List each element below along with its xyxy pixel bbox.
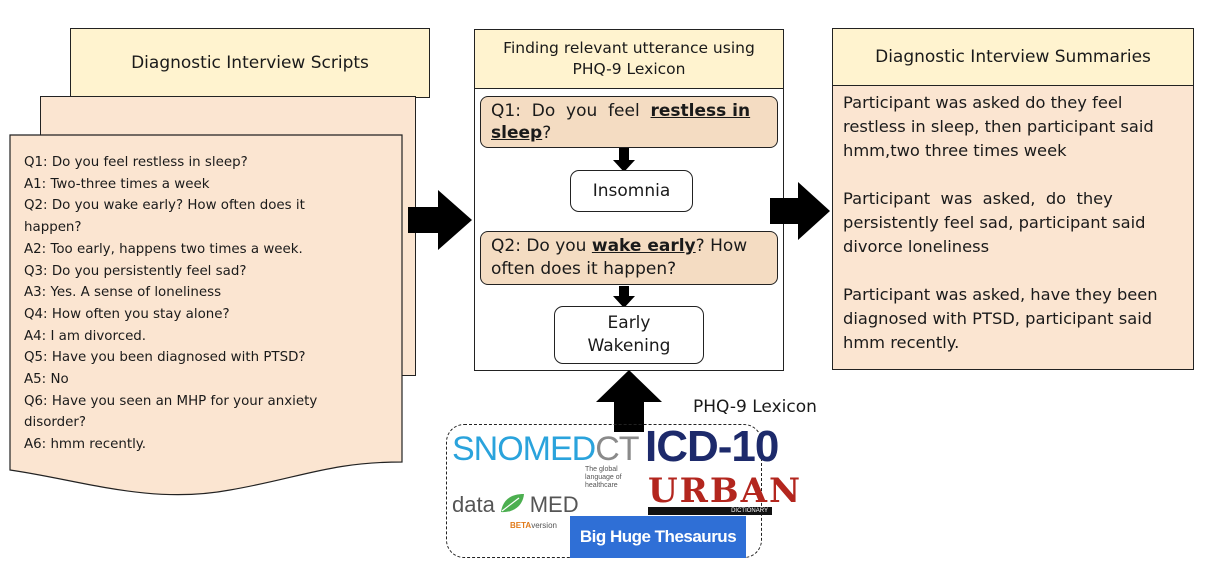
symptom-label: Early — [607, 313, 651, 333]
summary-line: hmm,two three times week — [843, 141, 1067, 160]
lexicon-label: PHQ-9 Lexicon — [693, 397, 817, 417]
urban-dictionary-logo: URBAN DICTIONARY — [648, 473, 802, 515]
symptom-label: Wakening — [587, 336, 671, 356]
up-arrow-icon — [596, 370, 662, 432]
summary-line: persistently feel sad, participant said — [843, 213, 1146, 232]
script-line: Q2: Do you wake early? How often does it — [24, 198, 305, 214]
script-line: A2: Too early, happens two times a week. — [24, 241, 303, 257]
finder-title-line1: Finding relevant utterance using — [503, 39, 755, 57]
summaries-title-text: Diagnostic Interview Summaries — [875, 47, 1151, 67]
datamed-data-text: data — [452, 492, 495, 517]
q2-suffix: ? How — [695, 236, 748, 256]
question-box-q2: Q2: Do you wake early? How often does it… — [480, 231, 778, 285]
beta-text: BETA — [510, 521, 532, 530]
right-arrow-icon — [408, 190, 472, 250]
snomed-ct-logo: SNOMEDCT — [452, 430, 640, 469]
tagline-line: language of — [585, 474, 622, 481]
summary-line: hmm recently. — [843, 333, 960, 352]
summary-line: Participant was asked, do they — [843, 189, 1113, 208]
summary-line: divorce loneliness — [843, 237, 990, 256]
q1-prefix: Q1: Do you feel — [491, 101, 651, 121]
scripts-title: Diagnostic Interview Scripts — [131, 53, 369, 73]
icd-10-logo: ICD-10 — [645, 422, 779, 471]
version-text: version — [531, 521, 557, 530]
symptom-insomnia: Insomnia — [570, 170, 693, 212]
summary-line: Participant was asked, have they been — [843, 285, 1158, 304]
datamed-med-text: MED — [529, 492, 579, 517]
summary-paragraph: Participant was asked do they feel restl… — [843, 91, 1183, 163]
script-line: Q3: Do you persistently feel sad? — [24, 263, 247, 279]
snomed-tagline: The global language of healthcare — [585, 466, 622, 490]
tagline-line: The global — [585, 466, 618, 473]
dictionary-text: DICTIONARY — [731, 508, 768, 514]
leaf-icon — [501, 494, 525, 513]
q2-line2: often does it happen? — [491, 259, 677, 279]
script-line: Q1: Do you feel restless in sleep? — [24, 155, 248, 170]
datamed-beta: BETAversion — [510, 521, 557, 530]
script-line: Q4: How often you stay alone? — [24, 306, 230, 322]
script-line: A3: Yes. A sense of loneliness — [24, 285, 222, 301]
summaries-body: Participant was asked do they feel restl… — [843, 91, 1183, 355]
summary-paragraph: Participant was asked, have they been di… — [843, 283, 1183, 355]
urban-dictionary-bar: DICTIONARY — [648, 507, 772, 515]
script-line: A6: hmm recently. — [24, 437, 147, 453]
scripts-title-page: Diagnostic Interview Scripts — [70, 28, 430, 98]
summary-line: diagnosed with PTSD, participant said — [843, 309, 1153, 328]
q2-prefix: Q2: Do you — [491, 236, 592, 256]
interview-scripts-stack: Diagnostic Interview Scripts Q1: Do you … — [0, 0, 430, 520]
urban-text: URBAN — [648, 471, 803, 511]
tagline-line: healthcare — [585, 482, 618, 489]
script-line: A1: Two-three times a week — [24, 176, 210, 192]
summaries-title: Diagnostic Interview Summaries — [832, 28, 1194, 86]
ct-text: CT — [595, 430, 639, 468]
summary-line: Participant was asked do they feel — [843, 93, 1123, 112]
right-arrow-icon — [770, 182, 830, 240]
summary-line: restless in sleep, then participant said — [843, 117, 1154, 136]
symptom-label: Insomnia — [592, 181, 671, 201]
q1-suffix: ? — [542, 123, 552, 143]
scripts-front-page — [9, 134, 403, 496]
script-line: Q5: Have you been diagnosed with PTSD? — [24, 350, 306, 366]
script-line: A5: No — [24, 372, 69, 388]
symptom-early-wakening: Early Wakening — [554, 306, 704, 364]
finder-title: Finding relevant utterance using PHQ-9 L… — [474, 29, 784, 89]
down-arrow-icon — [613, 286, 635, 308]
question-box-q1: Q1: Do you feel restless in sleep? — [480, 96, 778, 148]
big-huge-thesaurus-logo: Big Huge Thesaurus — [570, 516, 746, 558]
snomed-text: SNOMED — [452, 430, 596, 468]
script-lines: Q1: Do you feel restless in sleep? A1: T… — [24, 152, 396, 456]
thesaurus-text: Big Huge Thesaurus — [579, 527, 737, 546]
q1-keyword-cont: sleep — [491, 123, 543, 143]
finder-title-line2: PHQ-9 Lexicon — [572, 60, 686, 78]
q1-keyword: restless in — [650, 101, 751, 121]
script-line: Q6: Have you seen an MHP for your anxiet… — [24, 393, 318, 409]
script-line: disorder? — [24, 415, 87, 431]
script-line: A4: I am divorced. — [24, 328, 147, 344]
summary-paragraph: Participant was asked, do they persisten… — [843, 187, 1183, 259]
datamed-logo: data MED — [452, 492, 579, 518]
down-arrow-icon — [613, 148, 635, 172]
q2-keyword: wake early — [591, 236, 696, 256]
script-line: happen? — [24, 220, 82, 236]
